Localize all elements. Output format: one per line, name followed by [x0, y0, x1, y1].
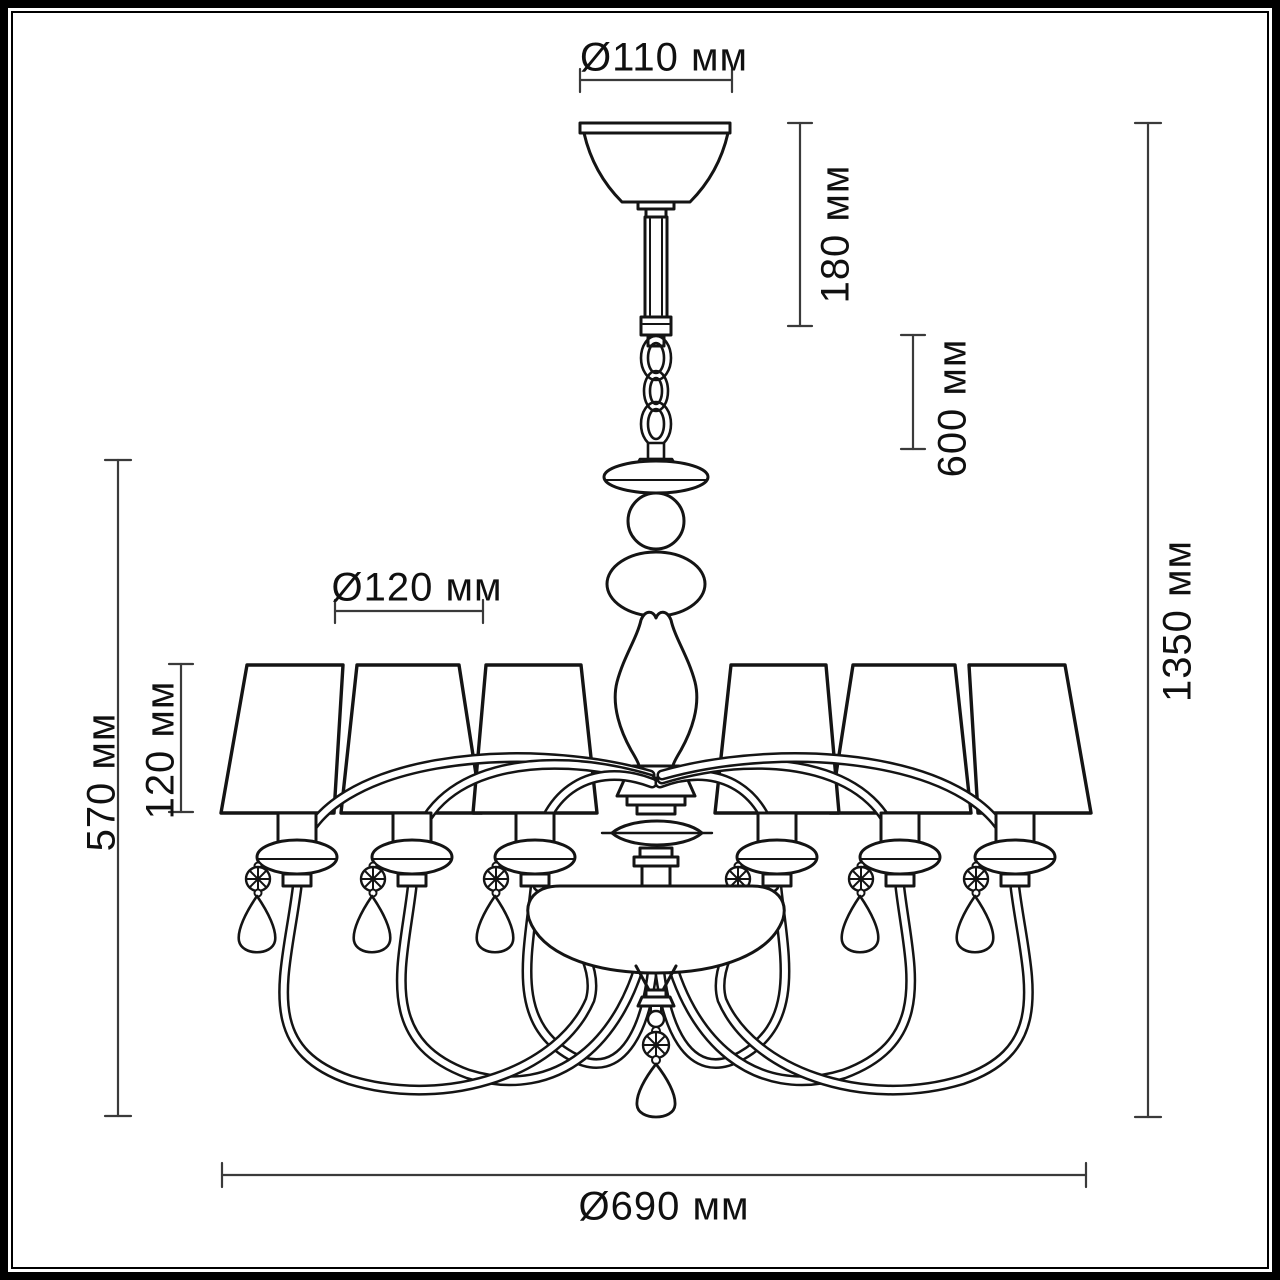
dim-line-shade-height — [167, 662, 195, 814]
candle-assembly-5 — [840, 811, 942, 954]
dim-label-rod-height: 180 мм — [813, 164, 858, 304]
dim-label-body-height: 570 мм — [79, 712, 124, 852]
dim-label-canopy-diameter: Ø110 мм — [580, 35, 748, 80]
chain — [632, 334, 680, 471]
dim-line-rod-height — [786, 121, 814, 328]
candle-assembly-2 — [352, 811, 454, 954]
candle-assembly-1 — [237, 811, 339, 954]
chandelier-line-drawing — [103, 67, 1163, 1189]
dim-line-overall-diameter — [220, 1161, 1088, 1189]
lampshade-1 — [219, 663, 345, 815]
dim-line-body-height — [103, 458, 133, 1118]
ceiling-canopy — [578, 121, 732, 219]
candle-assembly-3 — [475, 811, 577, 954]
stem-glass-elements — [602, 459, 710, 816]
candle-assembly-6 — [955, 811, 1057, 954]
hanging-rod — [639, 215, 673, 348]
stem-hub — [600, 819, 714, 888]
dim-line-canopy-diameter — [578, 67, 734, 94]
centre-bowl — [526, 884, 786, 1119]
dim-line-overall-height — [1133, 121, 1163, 1119]
dimension-lines — [103, 67, 1163, 1189]
lampshade-4 — [713, 663, 841, 815]
lampshade-3 — [471, 663, 599, 815]
dim-label-overall-height: 1350 мм — [1155, 539, 1200, 703]
dim-label-shade-diameter: Ø120 мм — [331, 565, 503, 610]
dim-line-shade-diameter — [333, 598, 485, 625]
dim-line-chain-length — [899, 333, 927, 451]
dim-label-shade-height: 120 мм — [138, 680, 183, 820]
lampshade-6 — [967, 663, 1093, 815]
finial-teardrop — [635, 1062, 677, 1119]
dim-label-overall-diameter: Ø690 мм — [578, 1184, 750, 1229]
finial-rosette — [641, 1030, 671, 1060]
dim-label-chain-length: 600 мм — [930, 338, 975, 478]
